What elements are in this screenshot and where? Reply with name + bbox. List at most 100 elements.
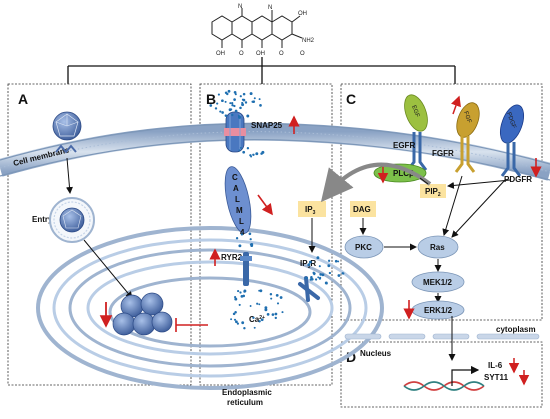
- calcium-dot: [239, 106, 242, 110]
- calcium-dot: [209, 104, 213, 107]
- calcium-dot: [250, 155, 253, 158]
- calcium-dot: [319, 273, 323, 276]
- nucleus-label: Nucleus: [360, 349, 392, 358]
- calcium-dot: [242, 98, 246, 102]
- pip2-label: PIP2: [425, 187, 441, 198]
- calcium-dot: [252, 100, 256, 103]
- pip2-to-ip3-arrow: [320, 162, 432, 203]
- calcium-dot: [241, 101, 244, 104]
- calcium-dot: [231, 113, 234, 117]
- calml4-label-l2: L: [239, 217, 244, 226]
- calcium-dot: [264, 308, 268, 312]
- calcium-dot: [242, 150, 246, 154]
- snap25-label: SNAP25: [251, 121, 283, 130]
- calcium-dot: [217, 93, 220, 96]
- calcium-dot: [261, 150, 265, 154]
- calcium-dot: [224, 114, 228, 117]
- ryr2-label: RYR2: [221, 253, 243, 262]
- calcium-dot: [271, 313, 275, 316]
- endoplasmic-reticulum: [36, 226, 384, 390]
- calcium-dot: [238, 149, 241, 152]
- calcium-dot: [260, 318, 264, 322]
- erk-label: ERK1/2: [424, 306, 453, 315]
- calcium-dot: [219, 110, 222, 113]
- calcium-dot: [221, 111, 224, 114]
- calcium-dot: [230, 318, 233, 321]
- dag-label: DAG: [353, 205, 371, 214]
- er-label-line2: reticulum: [227, 398, 263, 407]
- pkc-label: PKC: [355, 243, 372, 252]
- calcium-dot: [249, 305, 252, 307]
- ryr2-channel: [240, 252, 252, 286]
- calcium-dot: [240, 233, 244, 236]
- ip3r-channel: [298, 276, 320, 302]
- pdgfr-label: PDGFR: [504, 175, 532, 184]
- calcium-dot: [275, 294, 279, 297]
- calcium-dot: [237, 290, 240, 293]
- calcium-dot: [224, 100, 227, 103]
- pip2-box: [420, 184, 446, 198]
- molecule-label-o2: O: [279, 51, 284, 57]
- calcium-dot: [232, 312, 236, 316]
- vesicle-icon: [49, 197, 95, 243]
- panel-a-frame: [7, 83, 192, 386]
- calcium-dot: [318, 265, 321, 268]
- calcium-dot: [230, 108, 233, 111]
- calcium-dot: [246, 114, 250, 118]
- calcium-dot: [227, 89, 231, 93]
- calcium-dot: [266, 313, 270, 316]
- calcium-dot: [252, 316, 255, 319]
- calcium-dot: [249, 92, 253, 96]
- fgfr-receptor: [454, 136, 476, 173]
- mek-node: [411, 271, 465, 293]
- calcium-dot: [248, 232, 252, 236]
- dna-icon: [403, 381, 485, 391]
- calcium-dot: [234, 109, 238, 113]
- calcium-dot: [233, 91, 237, 94]
- calcium-dot: [264, 306, 268, 310]
- calcium-dot: [337, 260, 340, 263]
- calcium-dot: [246, 147, 250, 150]
- panel-b-letter: B: [206, 91, 216, 107]
- pkc-node: [344, 235, 384, 259]
- calcium-dot: [258, 303, 261, 306]
- calcium-dot: [252, 153, 255, 157]
- inhibition-line: [175, 318, 208, 332]
- calcium-dot: [259, 104, 262, 107]
- ip3-label: IP3: [305, 205, 316, 216]
- ca2-label: Ca2+: [249, 315, 265, 324]
- calcium-dot: [234, 296, 237, 299]
- calcium-dot: [229, 102, 232, 105]
- calml4-label-l: L: [235, 195, 240, 204]
- calml4-down-arrow: [257, 194, 273, 216]
- calcium-dot: [270, 297, 273, 300]
- calcium-dot: [243, 327, 246, 330]
- calcium-dot: [319, 276, 322, 279]
- calcium-dot: [234, 311, 237, 314]
- calcium-dot: [325, 282, 328, 285]
- calcium-dot: [258, 98, 261, 101]
- receptor-icon: [55, 144, 77, 154]
- egf-ligand: [404, 94, 428, 132]
- calcium-dot: [234, 297, 238, 301]
- ras-label: Ras: [430, 243, 445, 252]
- transcription-arrow: [451, 365, 480, 386]
- calcium-dot: [314, 278, 318, 281]
- calcium-dot: [214, 107, 218, 110]
- fgf-up-arrow: [451, 95, 461, 115]
- calcium-dot: [242, 92, 246, 96]
- calcium-dot: [274, 312, 278, 316]
- calcium-dot: [255, 152, 259, 156]
- molecule-label-oh2: OH: [216, 51, 225, 57]
- calcium-dot: [310, 277, 314, 281]
- calcium-dot: [341, 272, 344, 275]
- calcium-dot: [316, 256, 320, 260]
- molecule-label-o3: O: [300, 51, 305, 57]
- mek-label: MEK1/2: [423, 278, 452, 287]
- dag-box: [350, 201, 376, 217]
- calcium-dot: [328, 271, 332, 275]
- calcium-dot: [258, 289, 261, 292]
- calcium-dot: [216, 102, 219, 105]
